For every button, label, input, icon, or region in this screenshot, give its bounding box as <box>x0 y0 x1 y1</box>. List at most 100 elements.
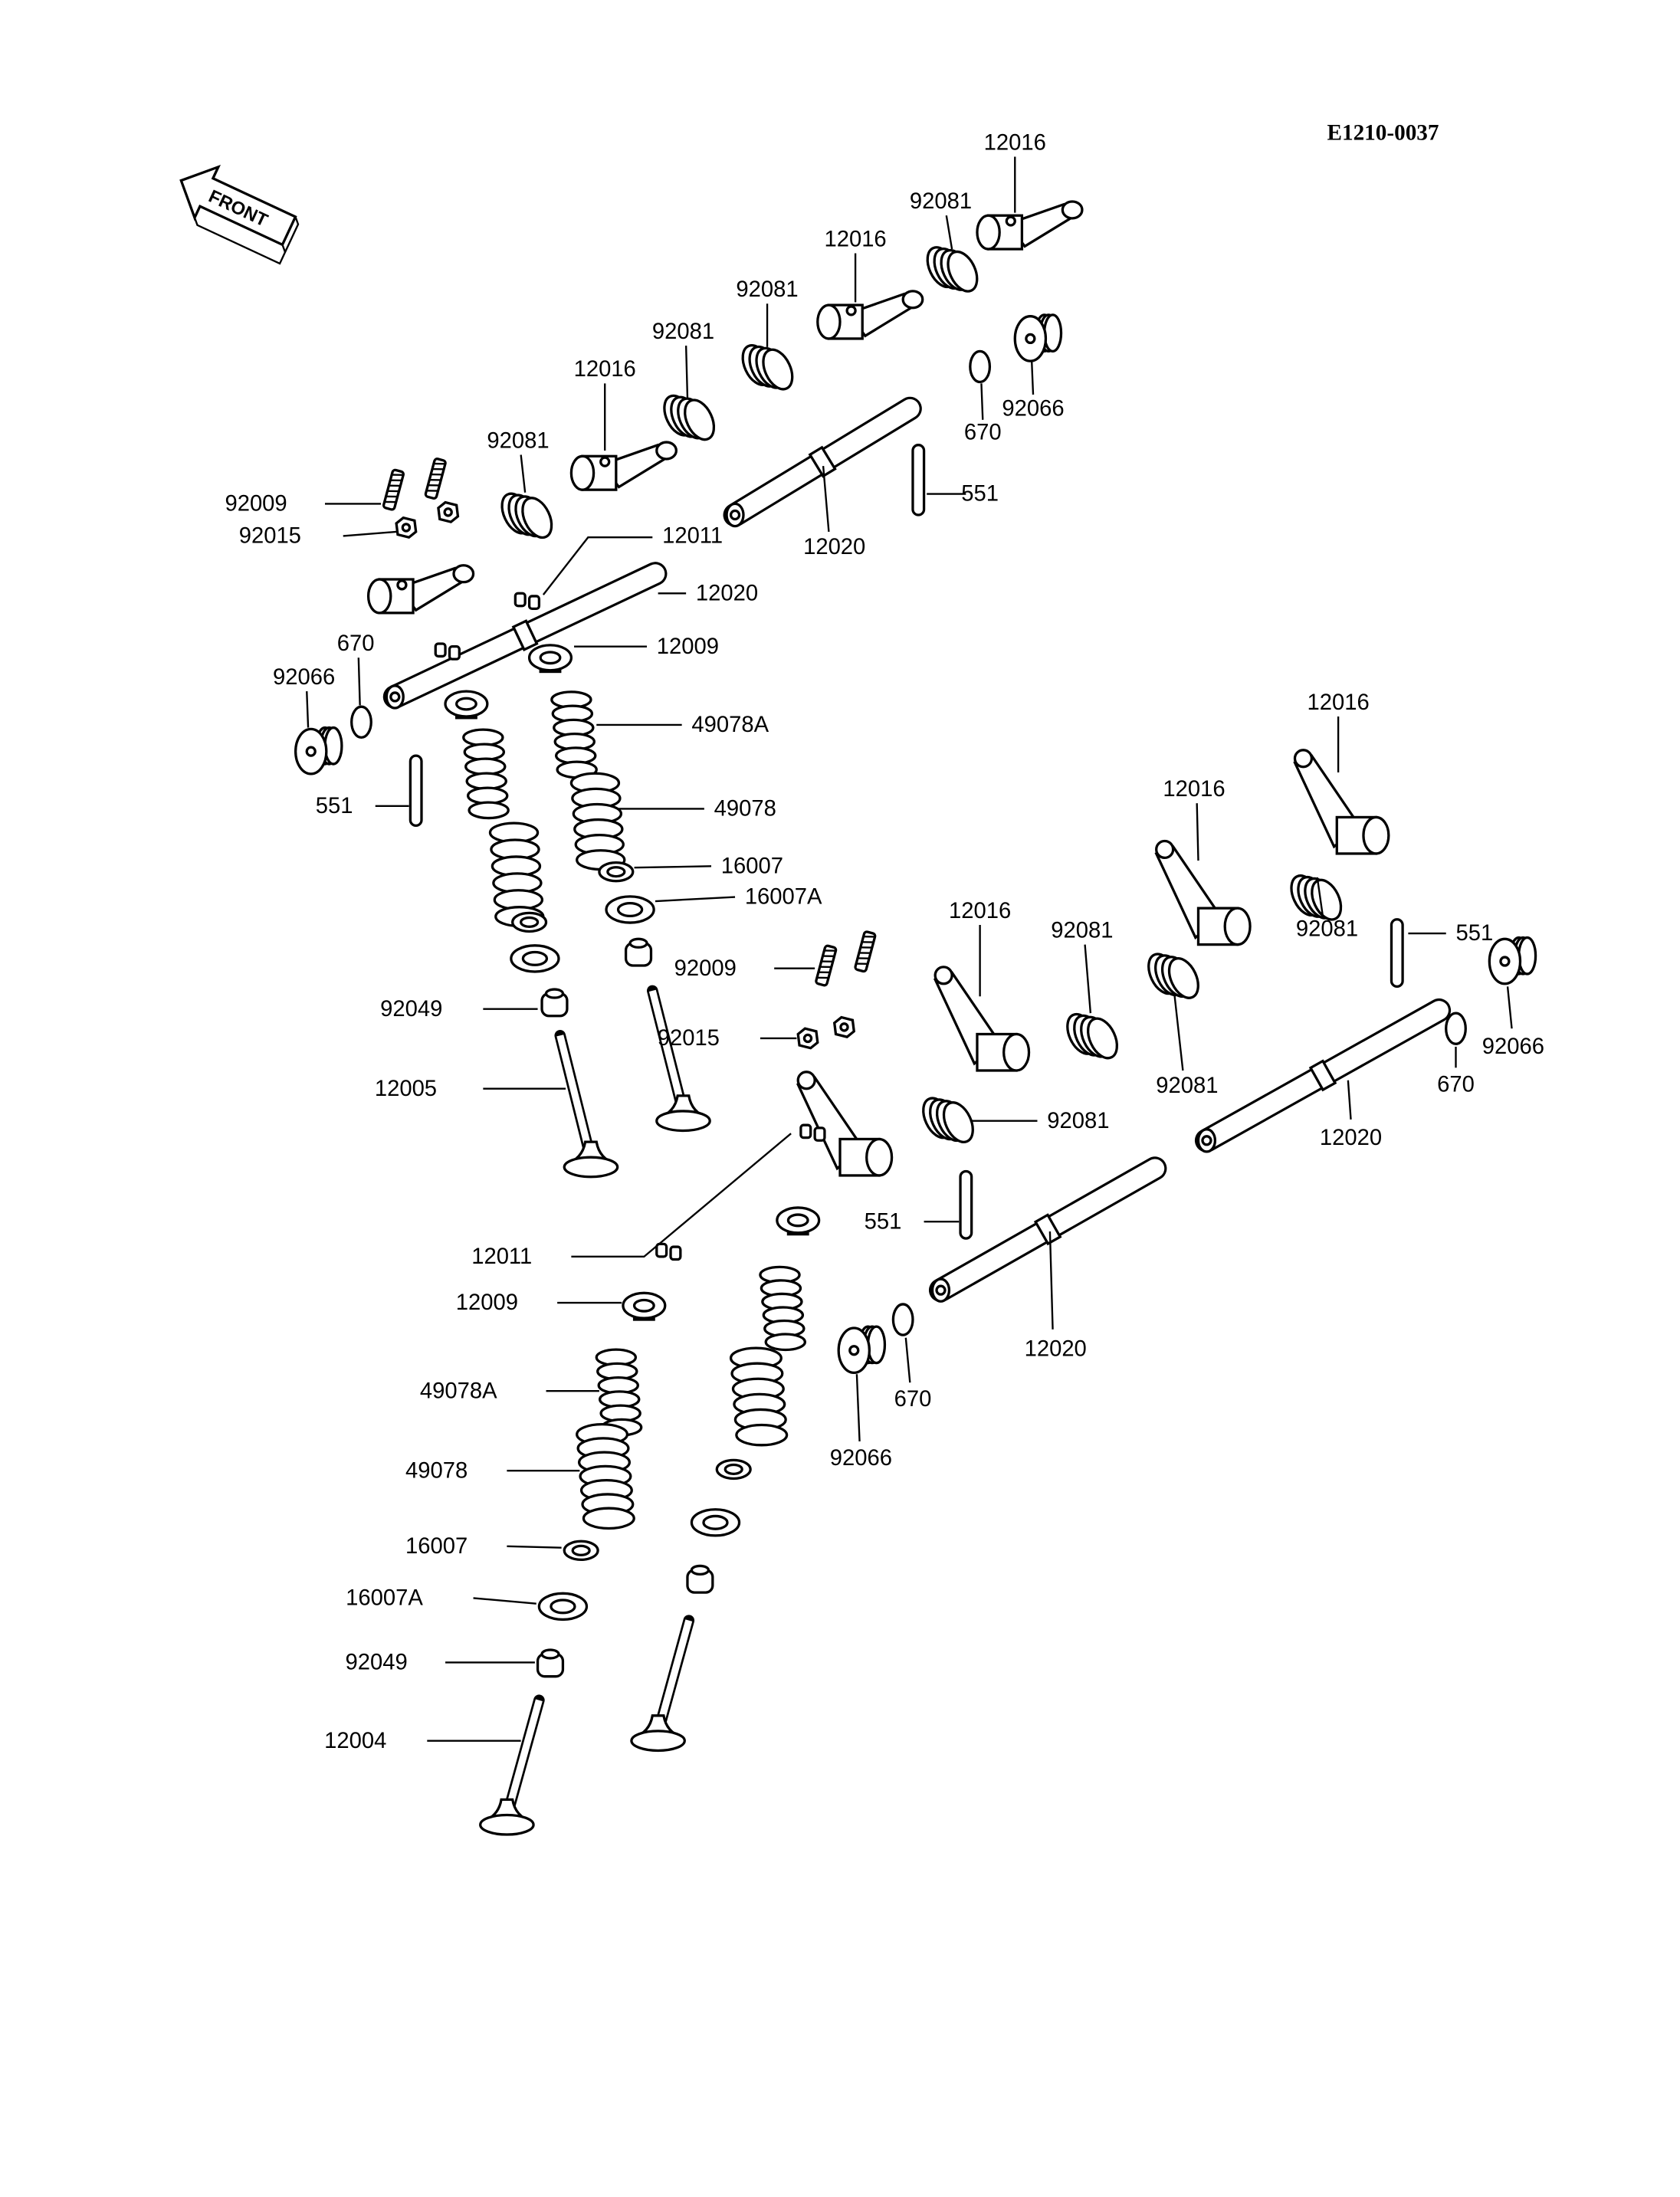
part-number-label: 12020 <box>803 535 865 559</box>
part-number-label: 670 <box>337 631 375 656</box>
spring-seat <box>563 1540 599 1562</box>
part-number-label: 12009 <box>456 1290 518 1315</box>
valve-stem-seal <box>536 1648 565 1678</box>
callout: 12016 <box>984 130 1046 213</box>
part-number-label: 12016 <box>1163 777 1225 802</box>
part-number-label: 16007 <box>405 1534 468 1559</box>
part-number-label: 12016 <box>1307 690 1369 715</box>
adjusting-screw <box>382 468 405 511</box>
callout: 92049 <box>380 997 538 1021</box>
rocker-spring <box>1147 953 1199 999</box>
valve-stem-seal <box>624 937 653 967</box>
part-number-label: 12016 <box>984 130 1046 155</box>
callout: 12016 <box>574 357 636 451</box>
callout: 12020 <box>1320 1080 1382 1150</box>
part-number-label: 551 <box>865 1209 902 1234</box>
part-number-label: 12009 <box>657 635 719 659</box>
rocker-arm <box>569 441 678 491</box>
callout: 92009 <box>674 956 815 981</box>
callout: 16007A <box>346 1586 536 1611</box>
valve-keeper <box>655 1242 682 1261</box>
outer-valve-spring <box>729 1346 789 1447</box>
leader-line <box>1196 803 1199 861</box>
leader-line <box>542 536 653 595</box>
callout: 92009 <box>225 492 382 516</box>
part-number-label: 92066 <box>1002 396 1064 421</box>
rocker-shaft <box>382 562 668 710</box>
spring-seat-washer <box>605 895 655 924</box>
rocker-spring <box>663 394 716 441</box>
callout: 92081 <box>1156 995 1218 1098</box>
part-number-label: 670 <box>894 1387 932 1412</box>
valve <box>479 1694 545 1836</box>
leader-line <box>855 1374 861 1441</box>
leader-line <box>1030 361 1035 395</box>
front-arrow-icon: FRONT <box>179 164 300 265</box>
part-number-label: 92009 <box>225 492 287 516</box>
part-number-label: 49078A <box>691 713 769 737</box>
callout: 16007 <box>405 1534 562 1559</box>
part-number-label: 92009 <box>674 956 737 981</box>
leader-line <box>357 657 361 706</box>
lock-nut <box>395 516 418 539</box>
part-number-label: 12020 <box>696 581 758 605</box>
dowel-pin <box>409 754 423 828</box>
diagram-id: E1210-0037 <box>1327 121 1439 146</box>
leader-line <box>571 1133 792 1258</box>
leader-line <box>822 465 830 533</box>
leader-line <box>684 346 689 398</box>
spring-retainer <box>776 1206 821 1236</box>
leader-line <box>520 454 527 493</box>
callout: 12016 <box>949 899 1011 997</box>
callout: 670 <box>894 1337 932 1412</box>
rocker-shaft <box>1194 998 1452 1153</box>
spring-seat <box>511 911 548 933</box>
adjusting-screw <box>424 457 447 500</box>
rocker-shaft <box>928 1156 1167 1303</box>
plug-bolt <box>294 726 343 776</box>
callout: 92066 <box>830 1374 892 1471</box>
callout: 92015 <box>239 524 397 549</box>
leader-line <box>473 1597 536 1605</box>
part-number-label: 12011 <box>471 1244 532 1269</box>
callout: 92081 <box>1051 918 1114 1014</box>
callout: 12016 <box>1163 777 1226 861</box>
lock-nut <box>437 500 460 523</box>
part-number-label: 551 <box>1455 921 1493 946</box>
callout: 551 <box>927 482 999 507</box>
valve <box>630 1615 695 1753</box>
callout: 92081 <box>487 428 550 493</box>
spring-retainer <box>444 690 489 720</box>
o-ring <box>969 349 992 384</box>
dowel-pin <box>1390 918 1404 989</box>
callout: 12020 <box>803 465 865 559</box>
callout: 49078 <box>405 1458 580 1483</box>
callout: 551 <box>1408 921 1493 946</box>
spring-retainer <box>527 644 573 674</box>
adjusting-screw <box>815 944 838 987</box>
callout: 92049 <box>346 1651 535 1675</box>
rocker-spring <box>1066 1012 1118 1060</box>
dowel-pin <box>911 444 926 516</box>
part-number-label: 92015 <box>239 524 301 549</box>
plug-bolt <box>1488 936 1537 985</box>
part-number-label: 92081 <box>1296 917 1358 942</box>
callout: 12020 <box>1025 1231 1087 1362</box>
callout: 12016 <box>824 227 887 303</box>
part-number-label: 49078A <box>420 1379 497 1403</box>
valve-keeper <box>514 592 541 611</box>
rocker-spring <box>922 1097 974 1143</box>
callout: 12004 <box>324 1729 521 1753</box>
part-number-label: 92066 <box>1482 1035 1544 1059</box>
inner-valve-spring <box>550 690 598 779</box>
leader-line <box>1506 986 1513 1029</box>
part-number-label: 12020 <box>1320 1126 1382 1150</box>
callout: 12009 <box>574 635 719 659</box>
rocker-spring <box>1290 874 1343 921</box>
spring-retainer <box>622 1291 667 1321</box>
plug-bolt <box>837 1325 887 1375</box>
rocker-arm <box>1154 839 1252 946</box>
callout: 16007A <box>655 885 822 910</box>
callout: 12011 <box>471 1133 792 1269</box>
rocker-arm <box>976 200 1084 251</box>
